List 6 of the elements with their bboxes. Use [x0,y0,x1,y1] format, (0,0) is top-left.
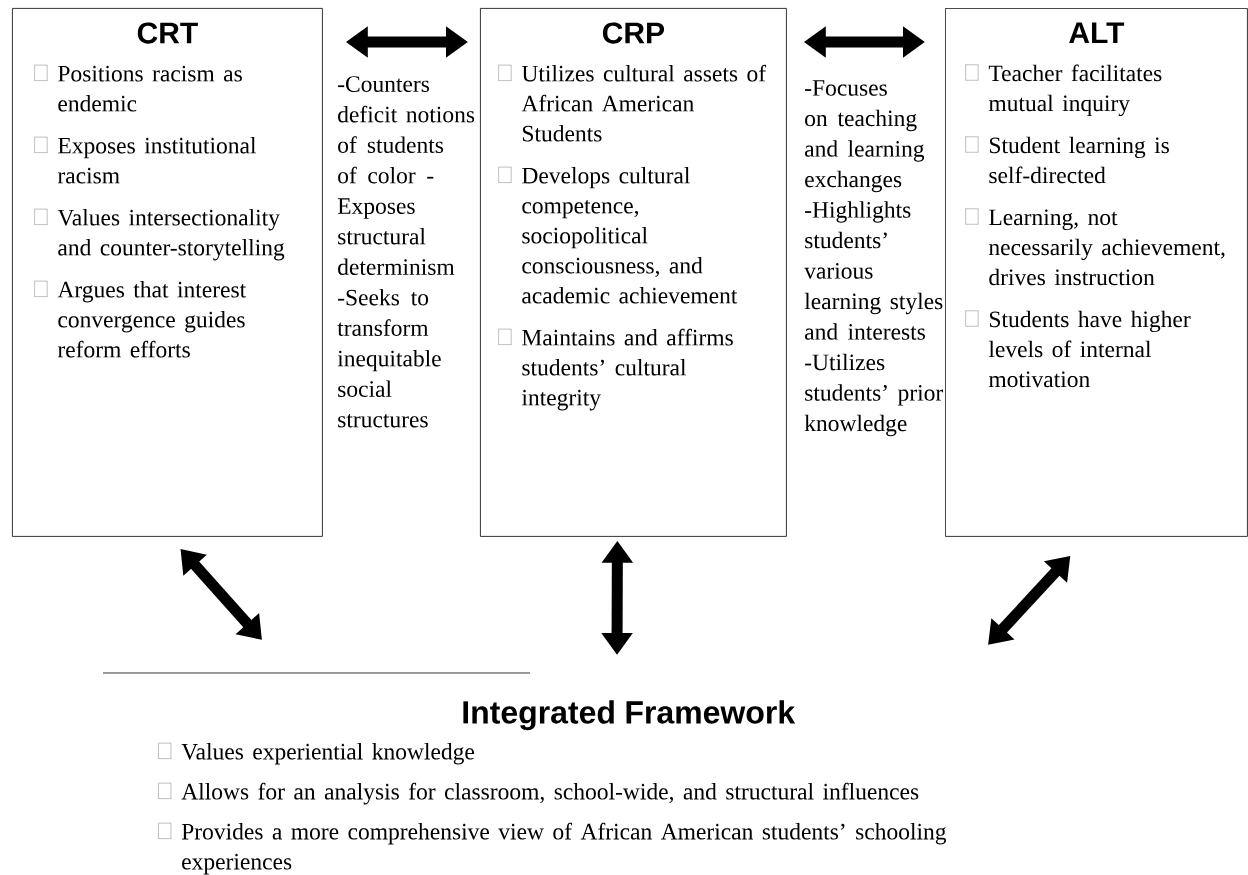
edge-label: -Focuses on teaching and learning exchanges -Highlights students’ various learning styles and interests -Utilizes students’ prior knowledge [804,80,944,437]
framework-box: CRP Utilizes cultural assets of African American Students Develops cultural competence, sociopolitical consciousness, and academic achievement Maintains and affirms students’ cultural integrity [480,8,787,537]
edge-label: -Counters deficit notions of students of color -Exposes structural determinism -Seeks to transform inequitable social structures [337,76,475,428]
framework-box: CRT Positions racism as endemic Exposes institutional racism Values intersectionality and counter-storytelling Argues that interest convergence guides reform efforts [12,8,323,537]
framework-box: ALT Teacher facilitates mutual inquiry Student learning is self-directed Learning, not necessarily achievement, drives instruction Students have higher levels of internal motivation [945,8,1248,537]
framework-summary: Integrated Framework Values experiential knowledge Allows for an analysis for classroom, school-wide, and structural influences Provides a more comprehensive view of African American students’ schooling experiences [157,700,947,875]
